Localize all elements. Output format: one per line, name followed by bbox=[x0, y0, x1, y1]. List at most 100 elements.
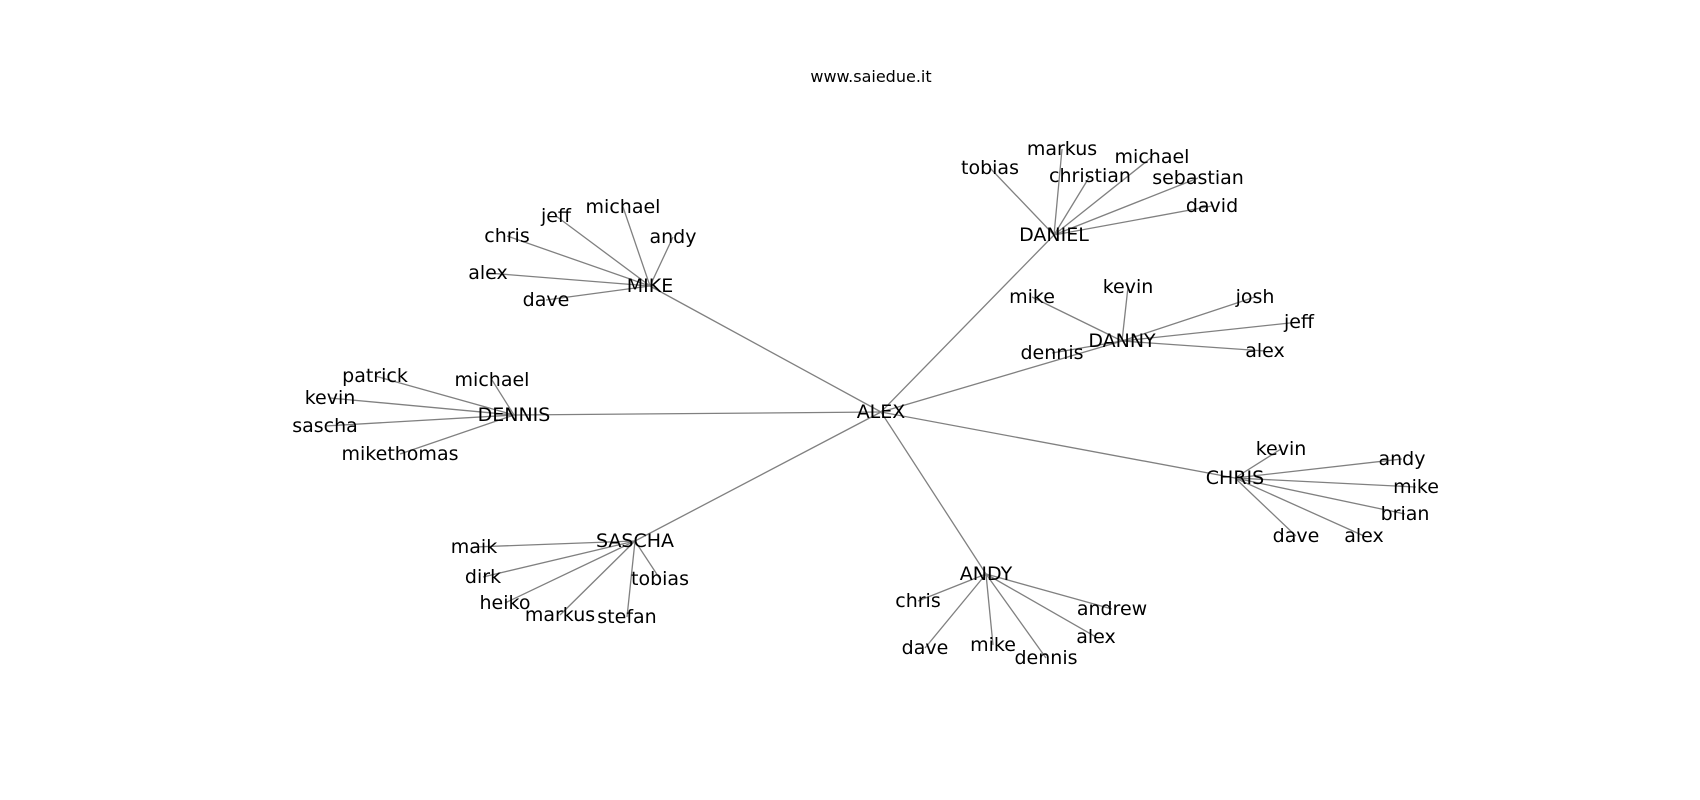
leaf-node-label: markus bbox=[525, 604, 595, 626]
edge-hub-leaf bbox=[985, 573, 994, 646]
leaf-node-label: jeff bbox=[1283, 311, 1315, 333]
hub-node-label: SASCHA bbox=[596, 530, 674, 552]
leaf-node-label: sascha bbox=[292, 415, 358, 437]
edge-hub-leaf bbox=[1053, 205, 1213, 236]
edge-hub-leaf bbox=[1234, 477, 1297, 537]
edge-hub-leaf bbox=[482, 540, 636, 578]
leaf-node-label: michael bbox=[455, 369, 530, 391]
root-node-label: ALEX bbox=[857, 401, 906, 423]
edge-hub-leaf bbox=[917, 573, 987, 602]
edge-hub-leaf bbox=[1234, 477, 1406, 515]
edge-hub-leaf bbox=[1234, 448, 1282, 479]
leaf-node-label: chris bbox=[895, 590, 940, 612]
leaf-node-label: kevin bbox=[305, 387, 356, 409]
edge-hub-leaf bbox=[555, 215, 651, 287]
edge-root-hub bbox=[880, 411, 1236, 479]
edge-root-hub bbox=[880, 234, 1055, 413]
leaf-node-label: dave bbox=[523, 289, 570, 311]
leaf-node-label: dennis bbox=[1020, 342, 1083, 364]
edge-hub-leaf bbox=[985, 573, 1047, 659]
leaf-node-label: alex bbox=[1344, 525, 1384, 547]
leaf-node-label: dave bbox=[1273, 525, 1320, 547]
leaf-node-label: dirk bbox=[465, 566, 501, 588]
leaf-node-label: david bbox=[1186, 195, 1238, 217]
edge-hub-leaf bbox=[1053, 156, 1153, 236]
edge-hub-leaf bbox=[649, 236, 674, 287]
edge-hub-leaf bbox=[1053, 175, 1091, 236]
edge-root-hub bbox=[649, 285, 882, 413]
edge-hub-leaf bbox=[487, 272, 651, 287]
leaf-node-label: josh bbox=[1235, 286, 1275, 308]
edge-root-hub bbox=[513, 411, 882, 416]
edge-hub-leaf bbox=[1121, 340, 1266, 352]
leaf-node-label: kevin bbox=[1256, 438, 1307, 460]
edge-hub-leaf bbox=[504, 540, 636, 604]
leaf-node-label: alex bbox=[1076, 626, 1116, 648]
edge-hub-leaf bbox=[924, 573, 987, 649]
leaf-node-label: kevin bbox=[1103, 276, 1154, 298]
edge-hub-leaf bbox=[1234, 477, 1365, 537]
edge-hub-leaf bbox=[985, 573, 1113, 610]
leaf-node-label: michael bbox=[586, 196, 661, 218]
edge-hub-leaf bbox=[324, 414, 515, 427]
edge-hub-leaf bbox=[473, 540, 636, 548]
edge-hub-leaf bbox=[989, 167, 1055, 236]
leaf-node-label: sebastian bbox=[1152, 167, 1244, 189]
hub-node-label: DANNY bbox=[1088, 330, 1156, 352]
leaf-node-label: alex bbox=[1245, 340, 1285, 362]
leaf-node-label: heiko bbox=[480, 592, 531, 614]
leaf-node-label: alex bbox=[468, 262, 508, 284]
leaf-node-label: patrick bbox=[342, 365, 408, 387]
leaf-node-label: mike bbox=[1393, 476, 1439, 498]
leaf-node-label: mike bbox=[1009, 286, 1055, 308]
leaf-node-label: dennis bbox=[1014, 647, 1077, 669]
leaf-node-label: mikethomas bbox=[342, 443, 459, 465]
edge-hub-leaf bbox=[374, 375, 515, 416]
edge-hub-leaf bbox=[1053, 148, 1063, 236]
leaf-node-label: andy bbox=[1379, 448, 1426, 470]
edge-hub-leaf bbox=[1121, 296, 1256, 342]
leaf-node-label: markus bbox=[1027, 138, 1097, 160]
leaf-node-label: brian bbox=[1381, 503, 1430, 525]
hub-node-label: DANIEL bbox=[1019, 224, 1089, 246]
leaf-node-label: christian bbox=[1049, 165, 1131, 187]
leaf-node-label: maik bbox=[451, 536, 497, 558]
edge-hub-leaf bbox=[506, 235, 651, 287]
edge-hub-leaf bbox=[491, 379, 515, 416]
edge-root-hub bbox=[634, 411, 882, 542]
edges-layer bbox=[324, 148, 1417, 659]
edge-hub-leaf bbox=[329, 397, 515, 416]
hub-node-label: MIKE bbox=[627, 275, 673, 297]
leaf-node-label: tobias bbox=[961, 157, 1019, 179]
leaf-node-label: chris bbox=[484, 225, 529, 247]
edge-hub-leaf bbox=[545, 285, 651, 301]
hub-node-label: DENNIS bbox=[478, 404, 551, 426]
edge-hub-leaf bbox=[634, 540, 661, 580]
edge-hub-leaf bbox=[1234, 477, 1417, 488]
edge-root-hub bbox=[880, 340, 1123, 413]
leaf-node-label: michael bbox=[1115, 146, 1190, 168]
leaf-node-label: tobias bbox=[631, 568, 689, 590]
edge-hub-leaf bbox=[1121, 321, 1300, 342]
edge-hub-leaf bbox=[1234, 458, 1403, 479]
edge-hub-leaf bbox=[399, 414, 515, 455]
edge-hub-leaf bbox=[1053, 177, 1199, 236]
hub-node-label: CHRIS bbox=[1206, 467, 1264, 489]
leaf-node-label: mike bbox=[970, 634, 1016, 656]
labels-layer: jeff michael chris andy alex dave MIKE markus to… bbox=[292, 138, 1439, 669]
leaf-node-label: andrew bbox=[1077, 598, 1147, 620]
edge-root-hub bbox=[880, 411, 987, 575]
leaf-node-label: dave bbox=[902, 637, 949, 659]
edge-hub-leaf bbox=[622, 206, 651, 287]
leaf-node-label: jeff bbox=[540, 205, 572, 227]
page-title: www.saiedue.it bbox=[810, 67, 931, 86]
leaf-node-label: andy bbox=[650, 226, 697, 248]
edge-hub-leaf bbox=[985, 573, 1097, 638]
edge-hub-leaf bbox=[1051, 340, 1123, 354]
edge-hub-leaf bbox=[1031, 296, 1123, 342]
edge-hub-leaf bbox=[559, 540, 636, 616]
edge-hub-leaf bbox=[626, 540, 636, 618]
leaf-node-label: stefan bbox=[597, 606, 656, 628]
edge-hub-leaf bbox=[1121, 286, 1129, 342]
